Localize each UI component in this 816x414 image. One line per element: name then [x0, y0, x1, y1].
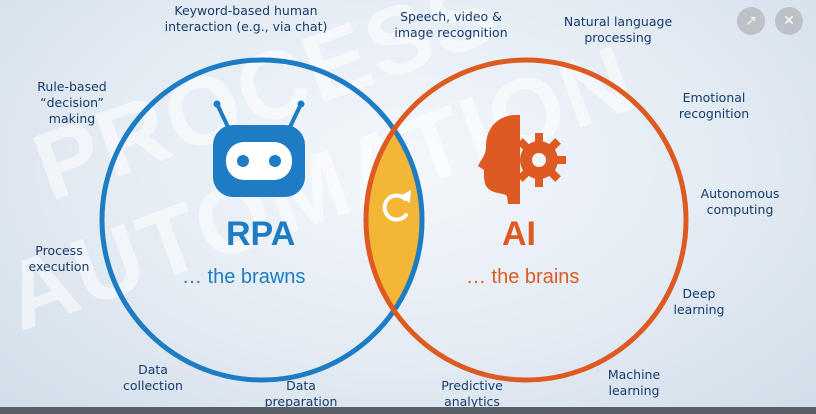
share-icon: ↗ — [745, 13, 757, 29]
ai-brain-gear-icon — [478, 115, 566, 204]
rpa-title: RPA — [226, 215, 296, 253]
bottom-bar — [0, 407, 816, 414]
ai-subtitle: … the brains — [466, 266, 580, 288]
rpa-subtitle: … the brawns — [182, 266, 306, 288]
ai-circle — [363, 57, 689, 383]
refresh-icon — [382, 190, 411, 222]
share-button[interactable]: ↗ — [737, 7, 765, 35]
close-icon: ✕ — [783, 13, 795, 29]
rpa-capability-label: Rule-based“decision”making — [37, 79, 107, 126]
ai-capability-label: Speech, video &image recognition — [394, 9, 508, 40]
rpa-circle — [99, 57, 425, 383]
close-button[interactable]: ✕ — [775, 7, 803, 35]
robot-icon — [213, 100, 305, 197]
ai-title: AI — [502, 215, 536, 253]
